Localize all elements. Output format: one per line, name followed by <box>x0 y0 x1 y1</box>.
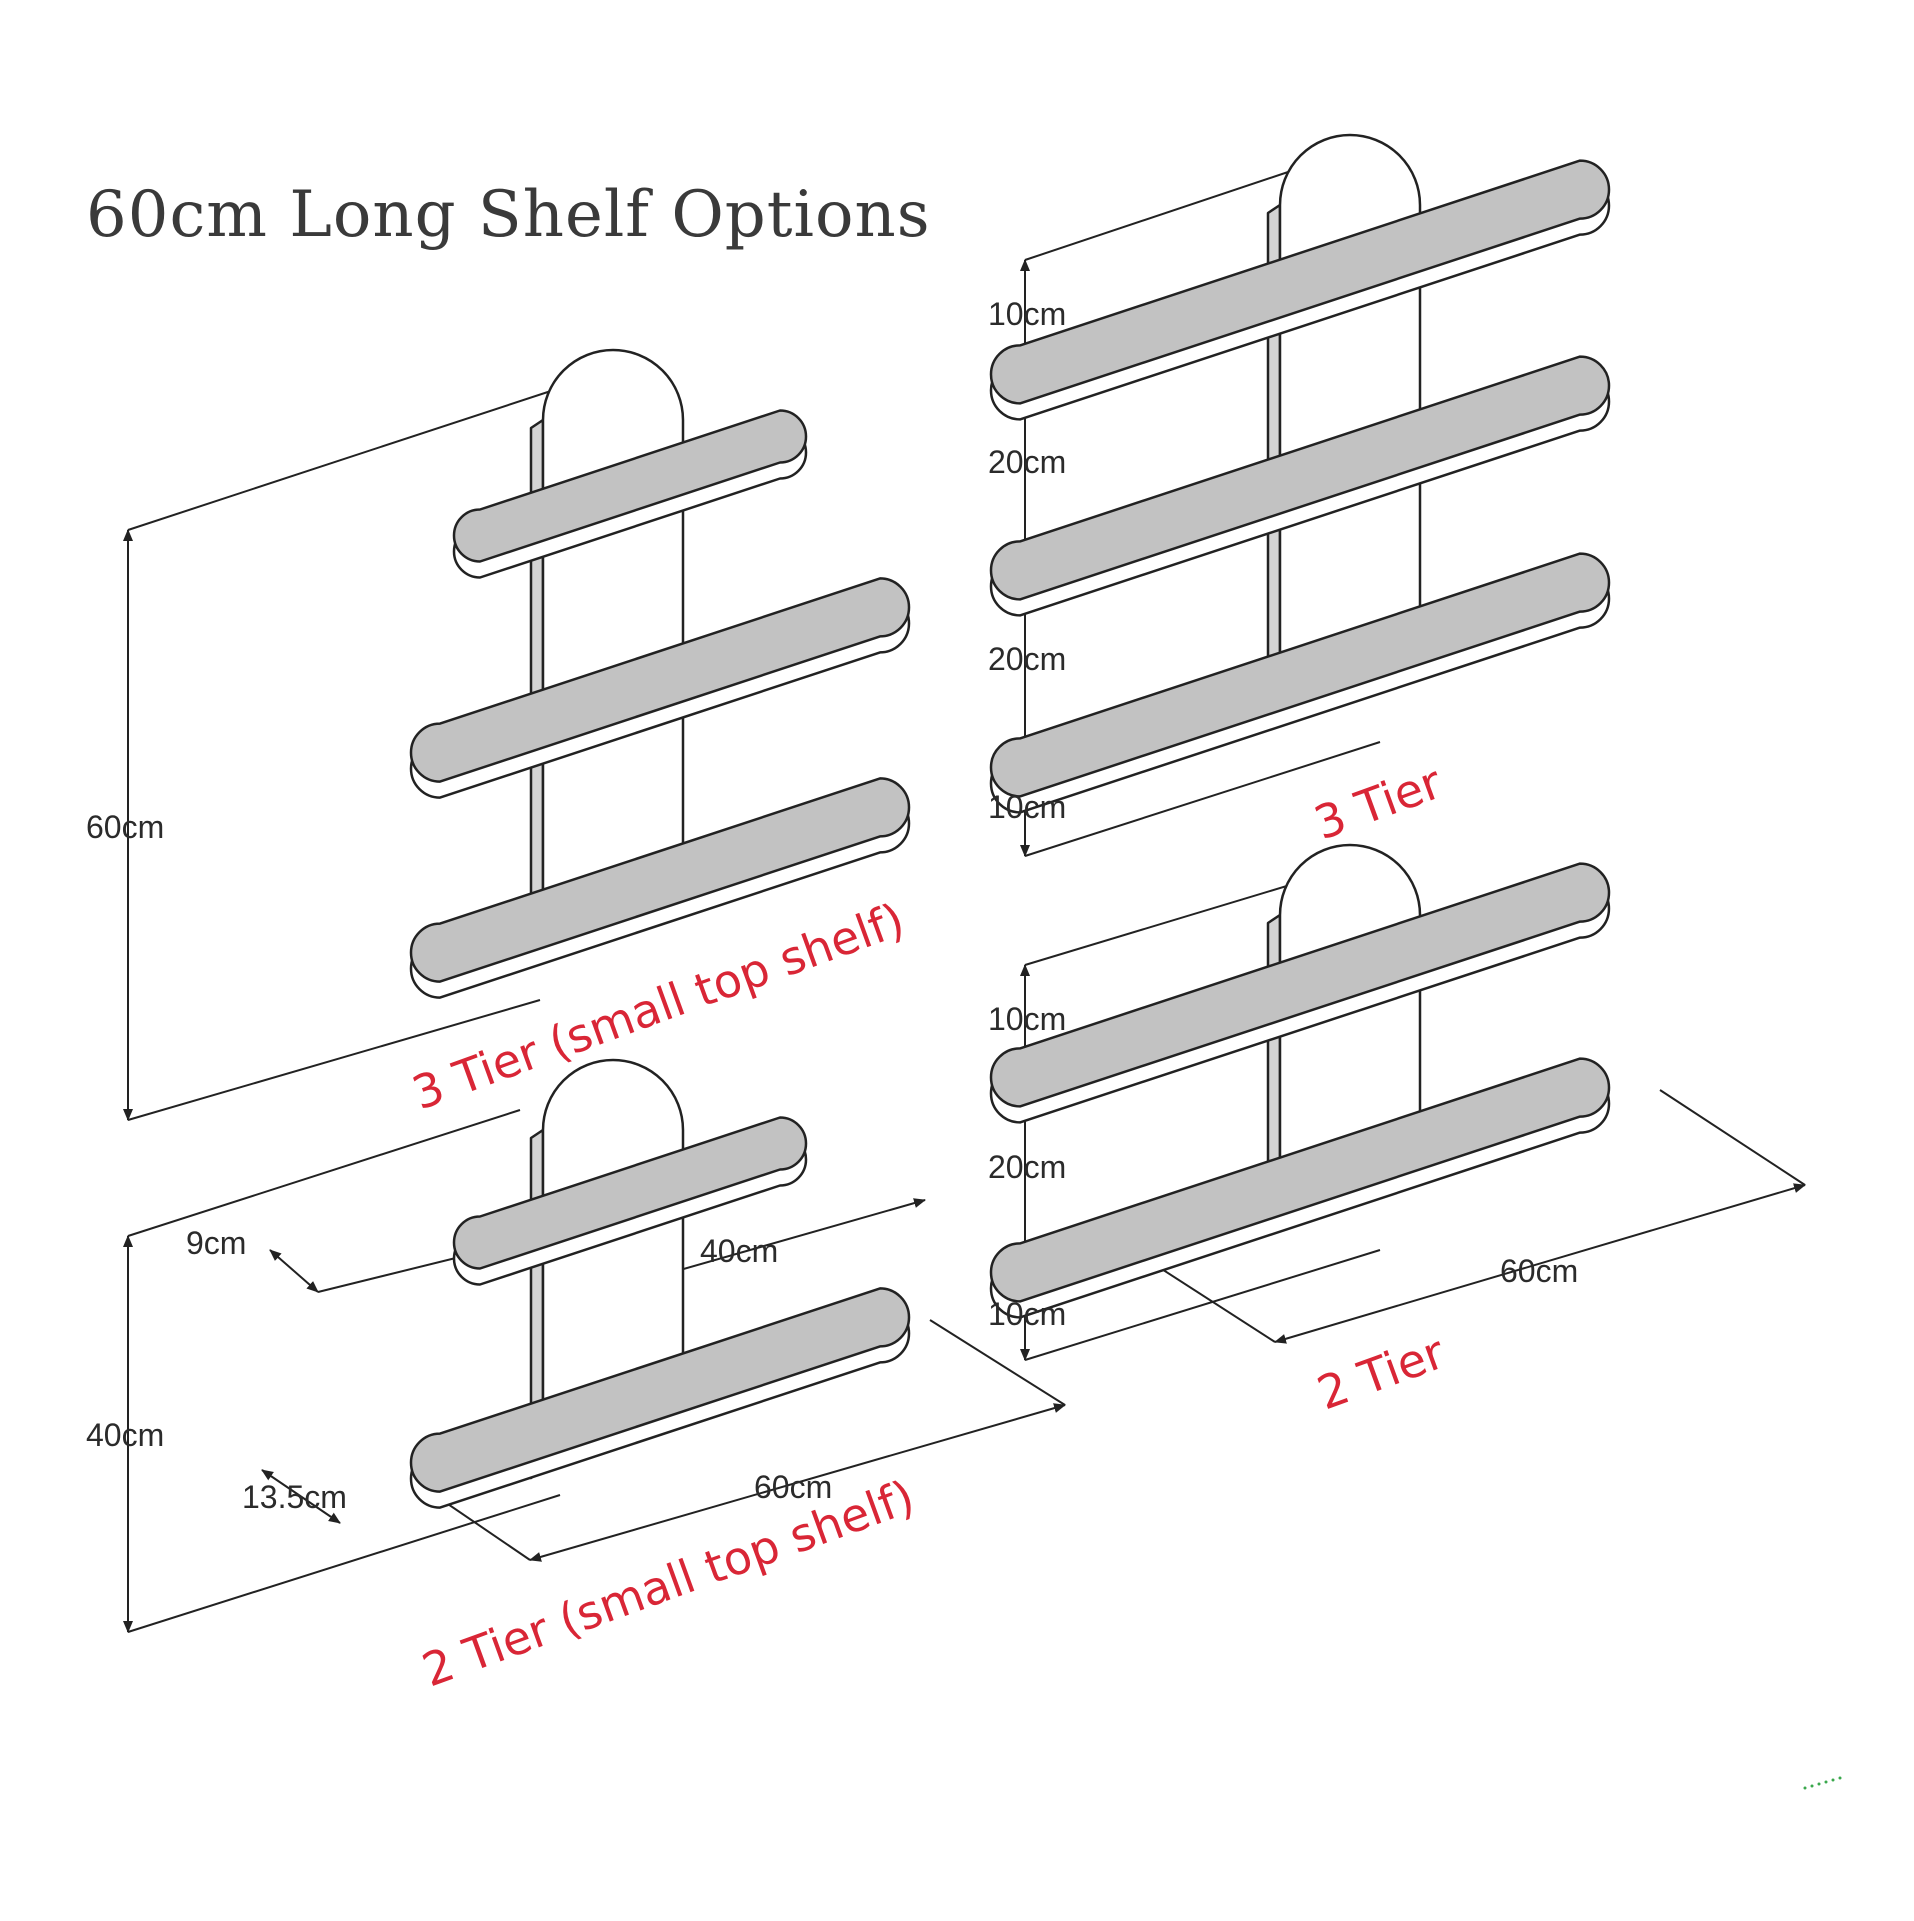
option1-extension-top <box>127 387 561 531</box>
option1-unit-shelf-3 <box>409 777 911 999</box>
option3-spacing-label-2: 20cm <box>988 444 1066 480</box>
shelf-top <box>989 355 1611 601</box>
option4-spacing-label-2: 20cm <box>988 1149 1066 1185</box>
option4-length-arrow <box>1274 1183 1806 1344</box>
decor-dot <box>1824 1780 1828 1784</box>
option2-extension-bottom <box>127 1494 561 1633</box>
decor-dot <box>1838 1776 1842 1780</box>
option2-bottom-length-label: 60cm <box>754 1469 832 1505</box>
option3-unit-shelf-2 <box>989 355 1611 617</box>
option1-unit-shelf-2 <box>409 577 911 799</box>
shelf-top <box>989 1057 1611 1303</box>
option2-top-length-label: 40cm <box>700 1233 778 1269</box>
option3-unit-shelf-3 <box>989 552 1611 814</box>
option3-caption: 3 Tier <box>1307 755 1448 850</box>
shelf-top <box>452 409 808 563</box>
option1-extension-bottom <box>127 999 541 1121</box>
option2-top-depth-label: 9cm <box>186 1225 246 1261</box>
option2-unit-shelf-2 <box>409 1287 911 1509</box>
option2-bottom-depth-arrow <box>261 1469 341 1524</box>
labels: 60cm 40cm 9cm 40cm 13.5cm 60cm 10cm 20cm 20cm 10c… <box>86 296 1842 1790</box>
shelf-top <box>989 552 1611 798</box>
option4-spacing-label-1: 10cm <box>988 1001 1066 1037</box>
option4-unit-shelf-1 <box>989 862 1611 1124</box>
option1-height-label: 60cm <box>86 809 164 845</box>
option3-spacing-label-4: 10cm <box>988 789 1066 825</box>
option3-spacing-label-3: 20cm <box>988 641 1066 677</box>
option4-unit <box>989 843 1611 1319</box>
shelf-units <box>409 133 1611 1509</box>
option3-ext-top <box>1024 167 1301 261</box>
shelf-top <box>989 862 1611 1108</box>
option3-ext-bottom <box>1024 741 1381 857</box>
decor-dot <box>1831 1778 1835 1782</box>
decor-dot <box>1803 1786 1807 1790</box>
shelf-top <box>409 1287 911 1493</box>
option1-unit-shelf-1 <box>452 409 808 579</box>
option2-top-depth-arrow <box>269 1249 319 1293</box>
option4-ext-top <box>1024 881 1301 966</box>
option2-caption: 2 Tier (small top shelf) <box>415 1469 921 1697</box>
shelf-top <box>452 1116 808 1270</box>
option2-unit <box>409 1058 911 1509</box>
option4-length-ext <box>1659 1089 1806 1186</box>
option4-caption: 2 Tier <box>1310 1325 1451 1420</box>
option4-length-label: 60cm <box>1500 1253 1578 1289</box>
option1-unit <box>409 348 911 999</box>
shelf-top <box>409 777 911 983</box>
option3-unit <box>989 133 1611 814</box>
option2-unit-shelf-1 <box>452 1116 808 1286</box>
option3-spacing-label-1: 10cm <box>988 296 1066 332</box>
option2-extension-top <box>127 1109 521 1237</box>
page-title: 60cm Long Shelf Options <box>86 178 931 252</box>
option2-bottom-length-ext <box>929 1319 1066 1406</box>
option2-height-label: 40cm <box>86 1417 164 1453</box>
decor-dot <box>1817 1782 1821 1786</box>
option4-unit-shelf-2 <box>989 1057 1611 1319</box>
option4-spacing-label-3: 10cm <box>988 1296 1066 1332</box>
shelf-top <box>989 159 1611 405</box>
decor-dot <box>1810 1784 1814 1788</box>
option2-bottom-depth-label: 13.5cm <box>242 1479 347 1515</box>
option3-unit-shelf-1 <box>989 159 1611 421</box>
shelf-top <box>409 577 911 783</box>
option2-bottom-length-arrow <box>529 1403 1066 1562</box>
